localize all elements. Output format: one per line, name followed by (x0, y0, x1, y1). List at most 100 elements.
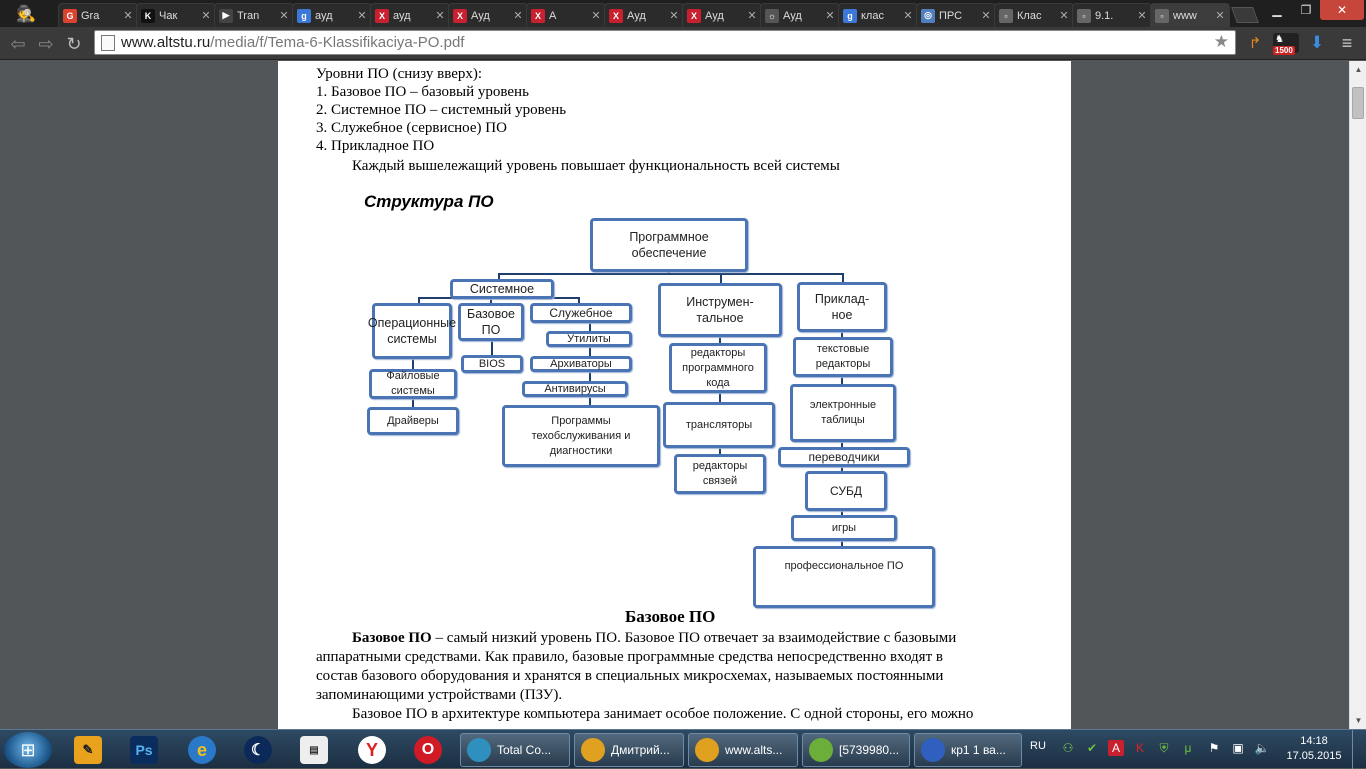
scroll-thumb[interactable] (1352, 87, 1364, 119)
close-window-button[interactable]: ✕ (1320, 0, 1364, 20)
tab-close-icon[interactable]: ✕ (123, 10, 133, 22)
address-bar[interactable]: www.altstu.ru/media/f/Tema-6-Klassifikac… (94, 30, 1236, 55)
tab-title: А (549, 9, 557, 22)
reload-button[interactable]: ↻ (66, 33, 82, 54)
incognito-icon: 🕵 (16, 6, 36, 23)
diagram-box-root: Программное обеспечение (590, 218, 748, 272)
diagram-box-os: Операционные системы (368, 303, 456, 359)
tab[interactable]: ◎ПРС✕ (916, 3, 996, 27)
tab[interactable]: ▫www✕ (1150, 3, 1230, 27)
language-indicator[interactable]: RU (1030, 740, 1046, 752)
scroll-down-icon[interactable]: ▼ (1354, 716, 1363, 725)
minimize-button[interactable]: ▁ (1272, 3, 1282, 17)
pinned-app-icon[interactable]: ✎ (62, 733, 114, 767)
tab-close-icon[interactable]: ✕ (747, 10, 757, 22)
page-icon (101, 34, 115, 51)
counter-badge: 1500 (1273, 46, 1295, 55)
shield-tray-icon[interactable]: ⛨ (1159, 740, 1169, 755)
diagram-box-text-editors: текстовые редакторы (793, 337, 893, 377)
taskbar: ⊞ ✎ Ps e ☾ ▤ Y O Total Co...Дмитрий... ww… (0, 729, 1366, 769)
tab[interactable]: ▶Tran✕ (214, 3, 294, 27)
moon-app-icon[interactable]: ☾ (232, 733, 284, 767)
torrent-tray-icon[interactable]: μ (1184, 741, 1192, 755)
new-tab-button[interactable] (1231, 7, 1259, 23)
taskbar-task[interactable]: Дмитрий... (574, 733, 684, 767)
paragraph-line: Базовое ПО – самый низкий уровень ПО. Ба… (352, 630, 957, 646)
network-tray-icon[interactable]: ⚇ (1062, 741, 1074, 755)
tab-close-icon[interactable]: ✕ (591, 10, 601, 22)
diagram-box-games: игры (791, 515, 897, 541)
tab-favicon-icon: ▫ (999, 8, 1013, 23)
tab[interactable]: ▫Клас✕ (994, 3, 1074, 27)
internet-explorer-icon[interactable]: e (176, 733, 228, 767)
volume-icon[interactable]: 🔈 (1254, 741, 1270, 755)
tab-close-icon[interactable]: ✕ (825, 10, 835, 22)
back-button[interactable]: ⇦ (10, 33, 26, 54)
tab-title: www (1173, 9, 1197, 22)
taskbar-task[interactable]: кр1 1 ва... (914, 733, 1022, 767)
diagram-box-spreadsheets: электронные таблицы (790, 384, 896, 442)
tab-close-icon[interactable]: ✕ (1059, 10, 1069, 22)
tab-title: 9.1. (1095, 9, 1114, 22)
tab-close-icon[interactable]: ✕ (1137, 10, 1147, 22)
network-status-icon[interactable]: ▣ (1232, 741, 1244, 755)
pdf-line: 2. Системное ПО – системный уровень (316, 102, 567, 118)
antivirus-tray-icon[interactable]: K (1135, 741, 1144, 755)
counter-icon[interactable]: ♞ 1500 (1272, 32, 1300, 55)
tab-close-icon[interactable]: ✕ (513, 10, 523, 22)
scroll-up-icon[interactable]: ▲ (1354, 65, 1363, 74)
yandex-browser-icon[interactable]: Y (346, 733, 398, 767)
tab[interactable]: ☼Ауд✕ (760, 3, 840, 27)
taskbar-task[interactable]: [5739980... (802, 733, 910, 767)
tab-close-icon[interactable]: ✕ (669, 10, 679, 22)
tab-close-icon[interactable]: ✕ (279, 10, 289, 22)
tab-close-icon[interactable]: ✕ (1215, 10, 1225, 22)
task-app-icon (467, 738, 491, 762)
check-tray-icon[interactable]: ✔ (1086, 741, 1098, 755)
bookmark-star-icon[interactable]: ★ (1213, 32, 1229, 51)
tab-title: ауд (315, 9, 333, 22)
pdf-line: 4. Прикладное ПО (316, 138, 435, 154)
tab-close-icon[interactable]: ✕ (357, 10, 367, 22)
tab-close-icon[interactable]: ✕ (903, 10, 913, 22)
flag-tray-icon[interactable]: ⚑ (1208, 741, 1220, 755)
taskbar-task[interactable]: www.alts... (688, 733, 798, 767)
arrow-icon[interactable]: ↱ (1248, 35, 1262, 52)
diagram-title: Структура ПО (364, 192, 494, 211)
tab-title: Gra (81, 9, 100, 22)
paragraph-line: состав базового оборудования и хранятся … (316, 668, 944, 684)
photoshop-icon[interactable]: Ps (118, 733, 170, 767)
task-label: www.alts... (725, 743, 783, 757)
pdf-line: Каждый вышележащий уровень повышает функ… (352, 158, 840, 174)
tab-close-icon[interactable]: ✕ (981, 10, 991, 22)
acrobat-tray-icon[interactable]: A (1108, 740, 1124, 756)
tab[interactable]: ▫9.1.✕ (1072, 3, 1152, 27)
taskbar-task[interactable]: Total Co... (460, 733, 570, 767)
vertical-scrollbar[interactable]: ▲ ▼ (1349, 61, 1366, 729)
start-button[interactable]: ⊞ (4, 732, 52, 768)
menu-icon[interactable]: ≡ (1341, 32, 1353, 53)
show-desktop-button[interactable] (1352, 730, 1366, 769)
diagram-box-base: Базовое ПО (458, 303, 524, 341)
document-app-icon[interactable]: ▤ (288, 733, 340, 767)
tab-favicon-icon: ☼ (765, 8, 779, 23)
forward-button[interactable]: ⇨ (38, 33, 54, 54)
maximize-button[interactable]: ❐ (1300, 3, 1312, 17)
tab-close-icon[interactable]: ✕ (201, 10, 211, 22)
diagram-box-code-editors: редакторы программного кода (669, 343, 767, 393)
tab-favicon-icon: X (375, 8, 389, 23)
download-icon[interactable]: ⬇ (1309, 33, 1325, 52)
opera-icon[interactable]: O (402, 733, 454, 767)
tab-close-icon[interactable]: ✕ (435, 10, 445, 22)
